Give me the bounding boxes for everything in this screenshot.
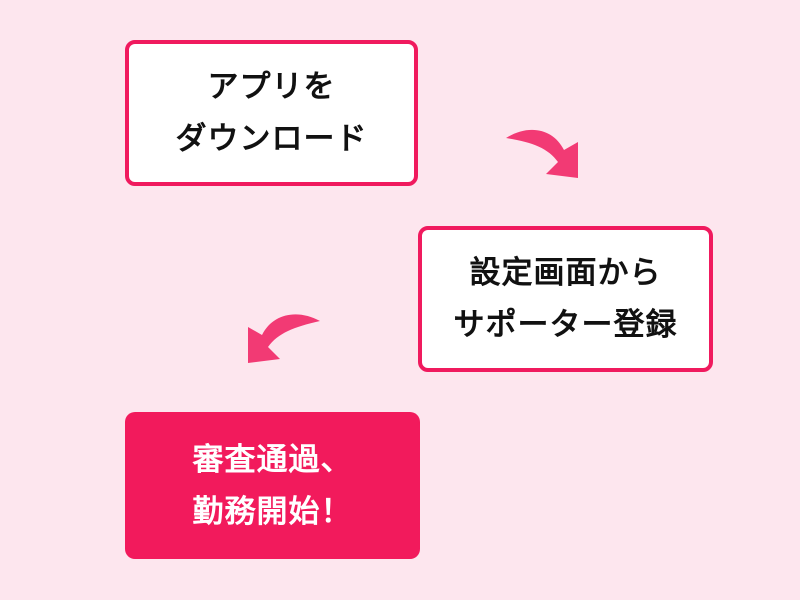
step-2-label-line-1: 設定画面から — [469, 255, 662, 291]
curved-arrow-down-left-icon — [248, 314, 320, 363]
curved-arrow-down-right-icon — [506, 129, 578, 178]
step-2-label-line-2: サポーター登録 — [453, 307, 678, 343]
step-1-label-line-2: ダウンロード — [175, 121, 368, 157]
step-download-app: アプリを ダウンロード — [125, 40, 418, 186]
step-3-label-line-1: 審査通過、 — [192, 441, 353, 478]
step-register-supporter: 設定画面から サポーター登録 — [418, 226, 713, 372]
step-1-label-line-1: アプリを — [207, 69, 336, 105]
step-start-work: 審査通過、 勤務開始！ — [125, 412, 420, 559]
step-3-label-line-2: 勤務開始！ — [192, 493, 353, 530]
